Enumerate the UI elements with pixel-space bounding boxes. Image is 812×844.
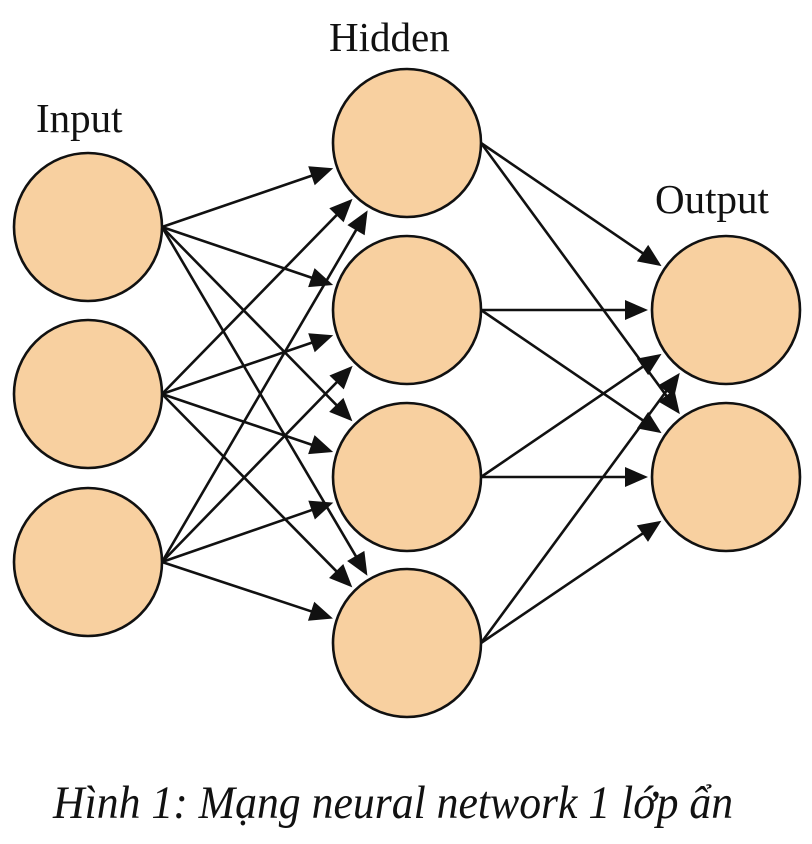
edge-line <box>161 392 314 447</box>
edge-line <box>161 560 314 614</box>
edge-line <box>480 141 645 256</box>
edge-line <box>480 531 645 645</box>
arrowhead-icon <box>636 520 662 542</box>
edge-line <box>161 173 314 229</box>
edge-input-2-to-hidden-3 <box>161 392 334 455</box>
edge-line <box>161 212 339 395</box>
arrowhead-icon <box>636 244 662 267</box>
input-node-1 <box>12 151 164 303</box>
edge-hidden-3-to-output-2 <box>481 467 648 487</box>
output-node-2 <box>650 401 802 553</box>
hidden-node-2 <box>331 234 483 386</box>
edge-input-2-to-hidden-2 <box>161 333 334 396</box>
arrowhead-icon <box>347 550 368 576</box>
arrowhead-icon <box>625 300 648 320</box>
figure-caption: Hình 1: Mạng neural network 1 lớp ẩn <box>53 777 734 829</box>
input-layer-label: Input <box>36 95 123 141</box>
hidden-node-4 <box>331 567 483 719</box>
arrowhead-icon <box>308 166 334 186</box>
input-node-2 <box>12 318 164 470</box>
edge-hidden-4-to-output-1 <box>479 372 680 644</box>
edge-input-3-to-hidden-4 <box>161 560 333 621</box>
edge-line <box>480 364 645 479</box>
edge-input-3-to-hidden-2 <box>161 365 353 563</box>
edge-line <box>161 380 339 563</box>
edge-input-1-to-hidden-1 <box>161 166 334 229</box>
arrowhead-icon <box>329 365 353 390</box>
arrowhead-icon <box>308 500 334 520</box>
edge-hidden-4-to-output-2 <box>480 520 662 645</box>
edge-hidden-1-to-output-2 <box>479 142 680 415</box>
hidden-layer-label: Hidden <box>329 14 450 60</box>
neural-network-diagram <box>12 67 802 719</box>
edge-line <box>161 226 339 408</box>
edge-input-3-to-hidden-1 <box>160 210 368 563</box>
input-node-3 <box>12 486 164 638</box>
arrowhead-icon <box>308 435 334 455</box>
edge-line <box>480 308 645 423</box>
edge-hidden-2-to-output-2 <box>480 308 662 434</box>
nodes <box>12 67 802 719</box>
edge-line <box>479 388 669 644</box>
edge-input-1-to-hidden-3 <box>161 226 353 422</box>
edge-input-1-to-hidden-4 <box>160 226 368 576</box>
edges <box>160 141 680 645</box>
hidden-node-3 <box>331 401 483 553</box>
arrowhead-icon <box>625 467 648 487</box>
output-layer-label: Output <box>655 176 769 222</box>
edge-input-2-to-hidden-4 <box>161 393 353 588</box>
arrowhead-icon <box>307 601 333 621</box>
arrowhead-icon <box>658 372 680 398</box>
edge-hidden-1-to-output-1 <box>480 141 662 267</box>
edge-line <box>479 142 669 398</box>
arrowhead-icon <box>308 333 334 353</box>
edge-line <box>161 508 314 564</box>
arrowhead-icon <box>636 353 662 376</box>
edge-input-2-to-hidden-1 <box>161 198 353 395</box>
arrowhead-icon <box>329 563 353 588</box>
edge-hidden-3-to-output-1 <box>480 353 662 479</box>
hidden-node-1 <box>331 67 483 219</box>
edge-input-1-to-hidden-2 <box>161 225 334 288</box>
edge-line <box>161 225 314 280</box>
edge-line <box>161 340 314 396</box>
edge-line <box>160 227 359 563</box>
arrowhead-icon <box>329 397 353 422</box>
edge-line <box>161 393 339 574</box>
edge-hidden-2-to-output-1 <box>481 300 648 320</box>
arrowhead-icon <box>329 198 353 223</box>
edge-input-3-to-hidden-3 <box>161 500 334 564</box>
arrowhead-icon <box>636 411 662 434</box>
arrowhead-icon <box>347 210 368 236</box>
output-node-1 <box>650 234 802 386</box>
